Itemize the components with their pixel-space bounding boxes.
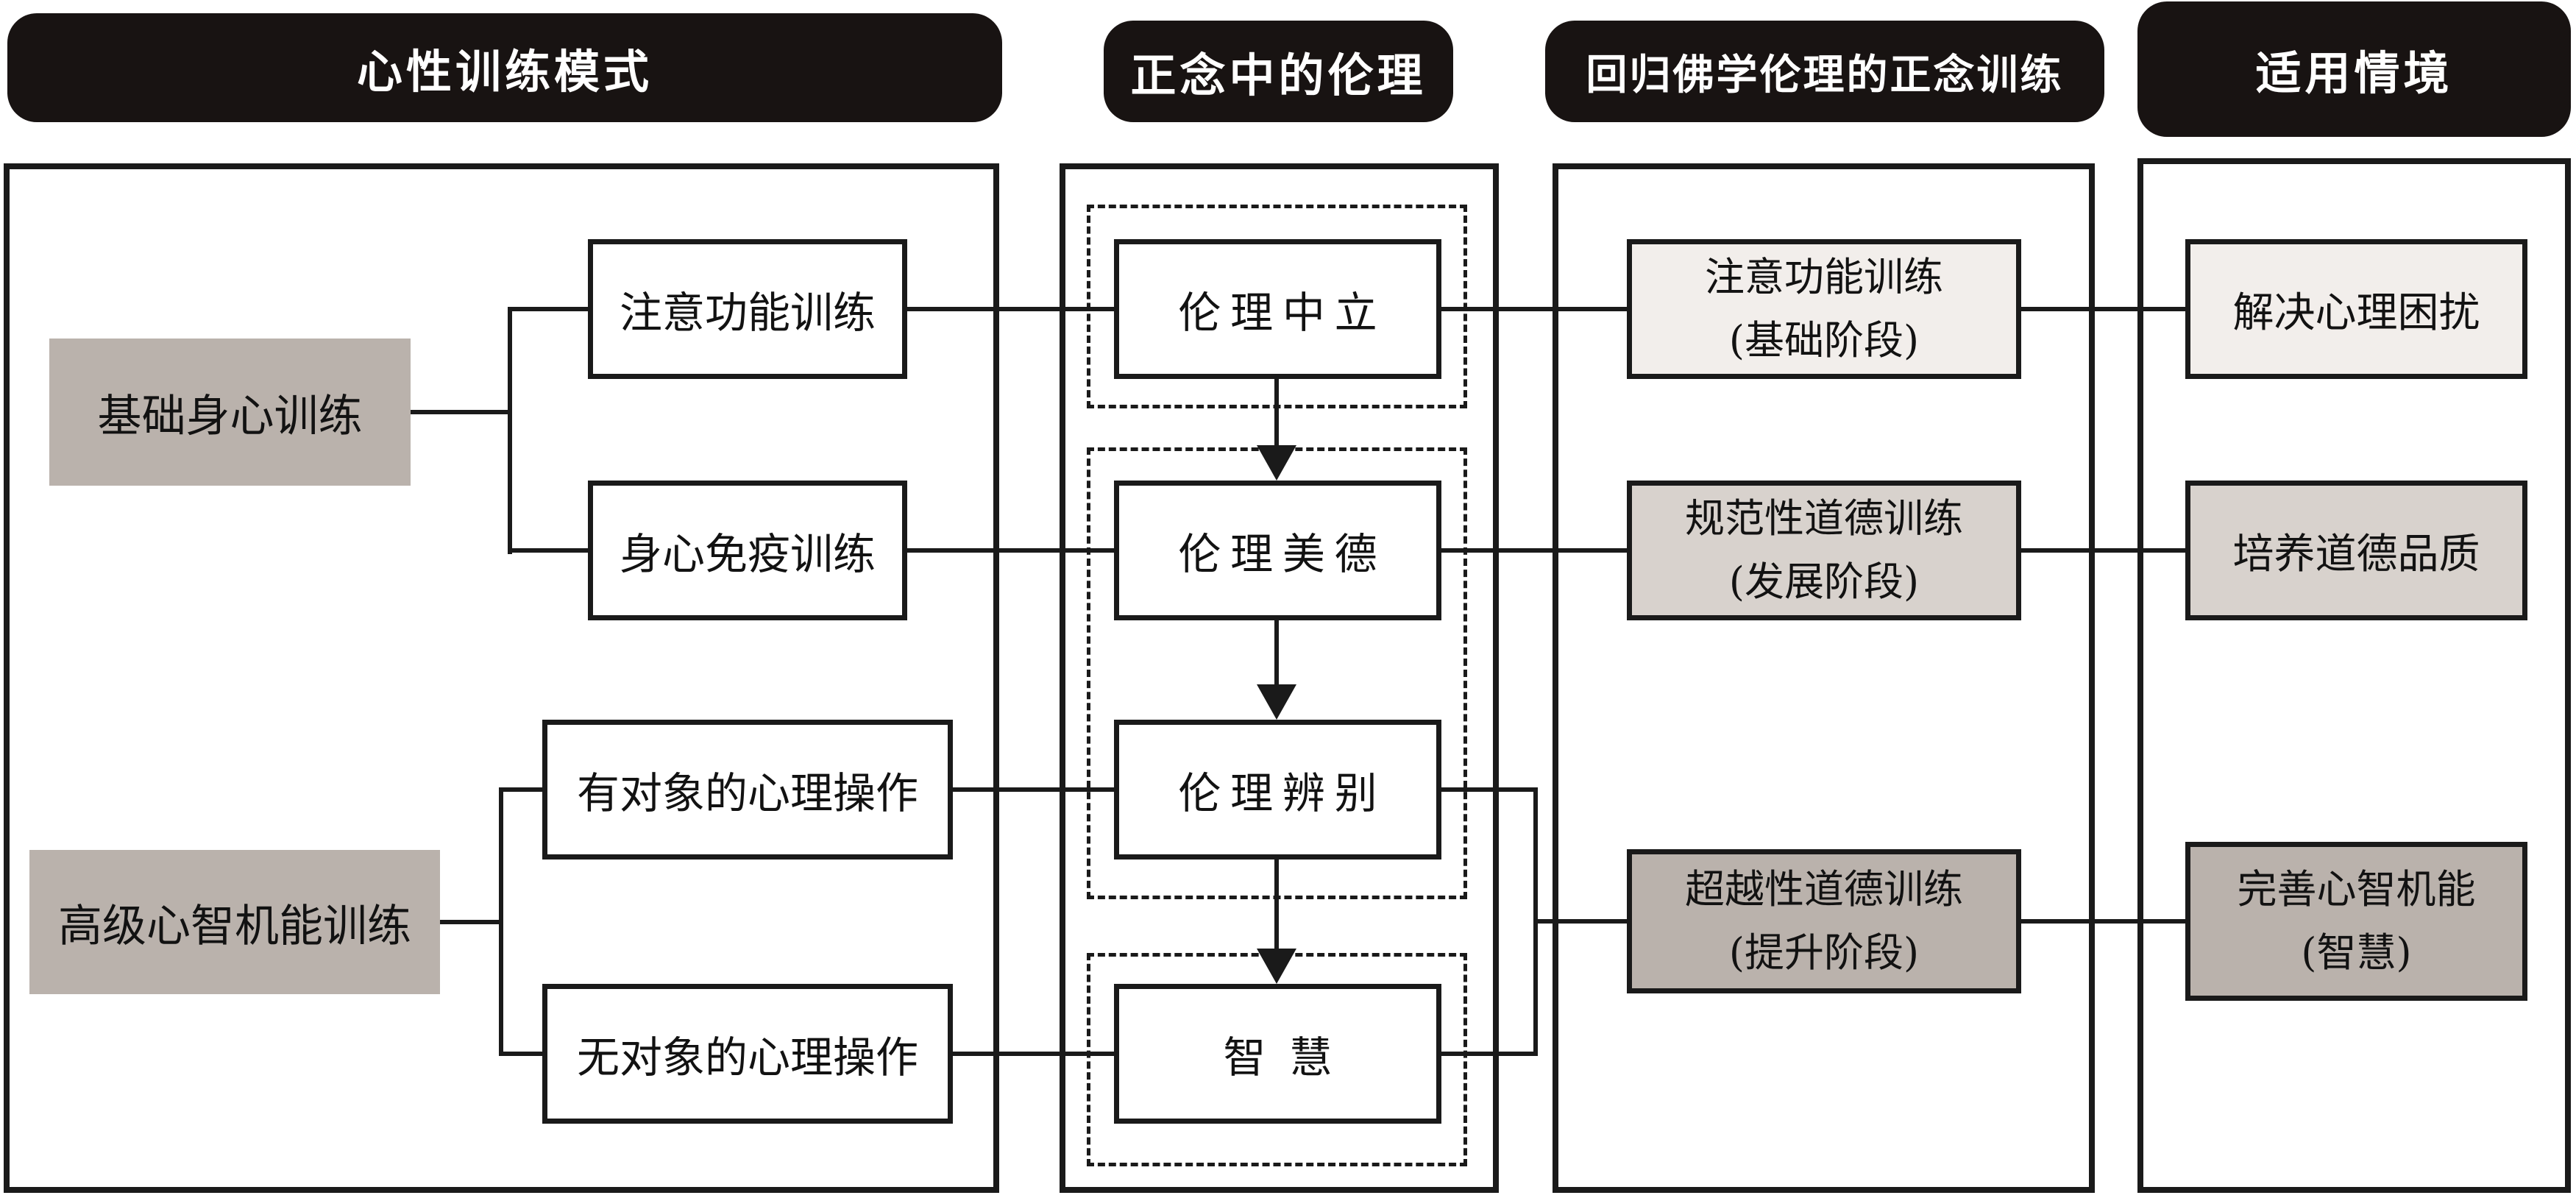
edge-transcendent-to-mental-function <box>2021 919 2185 924</box>
edge-normative-to-character <box>2021 548 2185 553</box>
node-basic-mind-body-training: 基础身心训练 <box>49 339 411 486</box>
node-label: 有对象的心理操作 <box>576 768 918 818</box>
node-label: 高级心智机能训练 <box>58 900 411 952</box>
header-label: 回归佛学伦理的正念训练 <box>1586 51 2064 98</box>
edge-branch2-to-object-op <box>499 787 542 792</box>
node-attention-function-training: 注意功能训练 <box>588 239 907 379</box>
node-cultivate-moral-character: 培养道德品质 <box>2185 481 2527 620</box>
down-arrow-icon-3 <box>1257 949 1296 984</box>
edge-object-op-to-discernment <box>953 787 1114 792</box>
edge-branch1-vertical <box>508 307 512 554</box>
edge-bracket-to-transcendent <box>1533 919 1627 924</box>
node-ethical-neutrality: 伦理中立 <box>1114 239 1441 379</box>
edge-branch2-to-objectless-op <box>499 1052 542 1056</box>
header-mind-training-mode: 心性训练模式 <box>7 13 1002 122</box>
node-label: 注意功能训练 <box>619 288 876 338</box>
header-applicable-situations: 适用情境 <box>2137 1 2571 137</box>
node-ethical-discernment: 伦理辨别 <box>1114 720 1441 859</box>
edge-neutrality-to-basic-stage <box>1441 307 1627 311</box>
node-transcendent-moral-training: 超越性道德训练 (提升阶段) <box>1627 849 2021 993</box>
down-arrow-shaft-3 <box>1274 859 1279 952</box>
node-label-line2: (智慧) <box>2301 929 2412 976</box>
node-label-line1: 规范性道德训练 <box>1685 495 1963 542</box>
node-objectless-mental-operation: 无对象的心理操作 <box>542 984 953 1124</box>
edge-branch1-to-attention <box>508 307 588 311</box>
node-label: 解决心理困扰 <box>2232 288 2480 337</box>
header-label: 心性训练模式 <box>356 47 653 98</box>
header-label: 正念中的伦理 <box>1130 51 1427 102</box>
node-resolve-psychological-distress: 解决心理困扰 <box>2185 239 2527 379</box>
node-object-mental-operation: 有对象的心理操作 <box>542 720 953 859</box>
down-arrow-icon-1 <box>1257 445 1296 481</box>
node-perfect-mental-function: 完善心智机能 (智慧) <box>2185 842 2527 1001</box>
header-ethics-in-mindfulness: 正念中的伦理 <box>1104 21 1453 122</box>
edge-branch2-vertical <box>499 787 503 1056</box>
edge-advanced-to-branch <box>440 920 503 924</box>
edge-basic-stage-to-distress <box>2021 307 2185 311</box>
edge-immunity-to-virtue <box>907 548 1114 553</box>
down-arrow-shaft-1 <box>1274 379 1279 449</box>
node-label-line1: 注意功能训练 <box>1705 254 1943 300</box>
node-label: 无对象的心理操作 <box>576 1032 918 1082</box>
down-arrow-shaft-2 <box>1274 620 1279 688</box>
node-attention-training-basic-stage: 注意功能训练 (基础阶段) <box>1627 239 2021 379</box>
node-label: 培养道德品质 <box>2232 530 2480 578</box>
node-label-line2: (提升阶段) <box>1728 929 1920 976</box>
edge-discernment-to-bracket <box>1441 787 1538 792</box>
node-label: 伦理中立 <box>1178 288 1387 338</box>
edge-objectless-op-to-wisdom <box>953 1052 1114 1056</box>
node-label: 伦理辨别 <box>1178 768 1387 818</box>
header-label: 适用情境 <box>2255 49 2453 99</box>
edge-virtue-to-normative <box>1441 548 1627 553</box>
node-mind-body-immunity-training: 身心免疫训练 <box>588 481 907 620</box>
node-label-line1: 超越性道德训练 <box>1685 866 1963 912</box>
node-normative-moral-training: 规范性道德训练 (发展阶段) <box>1627 481 2021 620</box>
node-advanced-mental-function-training: 高级心智机能训练 <box>29 850 440 994</box>
node-label: 身心免疫训练 <box>619 529 876 579</box>
edge-wisdom-to-bracket <box>1441 1052 1538 1056</box>
edge-branch1-to-immunity <box>508 548 588 553</box>
header-buddhist-ethics-mindfulness-training: 回归佛学伦理的正念训练 <box>1545 21 2104 122</box>
node-label: 智慧 <box>1223 1032 1356 1082</box>
node-wisdom: 智慧 <box>1114 984 1441 1124</box>
node-label-line2: (发展阶段) <box>1728 559 1920 605</box>
down-arrow-icon-2 <box>1257 684 1296 720</box>
edge-attention-to-neutrality <box>907 307 1114 311</box>
edge-basic-to-branch <box>411 410 512 414</box>
node-label-line1: 完善心智机能 <box>2237 866 2476 912</box>
node-ethical-virtue: 伦理美德 <box>1114 481 1441 620</box>
node-label: 伦理美德 <box>1178 529 1387 579</box>
node-label: 基础身心训练 <box>97 390 363 442</box>
node-label-line2: (基础阶段) <box>1728 317 1920 364</box>
